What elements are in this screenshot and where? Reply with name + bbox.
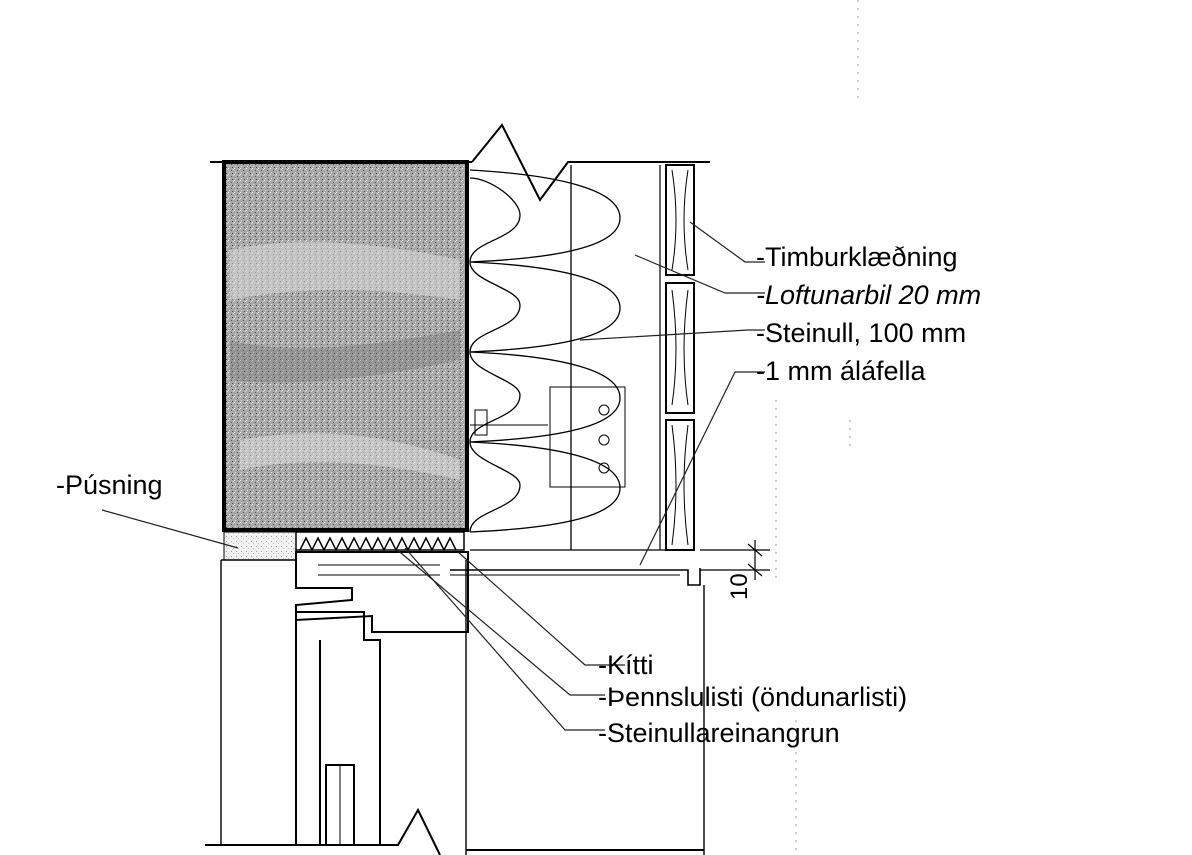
dimension-value: 10 <box>726 573 753 600</box>
label-pussning: -Púsning <box>56 470 163 500</box>
aluminium-flashing <box>450 568 701 586</box>
wall-outline-lower <box>220 559 705 855</box>
concrete-wall <box>222 160 469 532</box>
label-loftunarbil: -Loftunarbil 20 mm <box>756 280 982 310</box>
label-kitti: -Kítti <box>598 650 654 680</box>
dimension-ticks <box>700 540 770 580</box>
bottom-break-line <box>205 807 704 855</box>
timber-cladding <box>659 164 695 551</box>
render-plaster <box>223 531 297 561</box>
label-timburklaedning: -Timburklæðning <box>756 242 958 272</box>
label-alafella: -1 mm áláfella <box>756 356 926 386</box>
vent-strip <box>295 531 465 552</box>
label-steinull: -Steinull, 100 mm <box>756 318 967 348</box>
mineral-wool-insulation <box>469 165 680 551</box>
guide-lines <box>775 0 859 855</box>
label-steinullareinangrun: -Steinullareinangrun <box>598 718 840 748</box>
leader-lines <box>101 221 765 731</box>
window-frame <box>295 551 469 846</box>
label-thennslulisti: -Þennslulisti (öndunarlisti) <box>598 682 908 712</box>
bracket <box>470 386 626 488</box>
top-break-line <box>210 123 710 202</box>
